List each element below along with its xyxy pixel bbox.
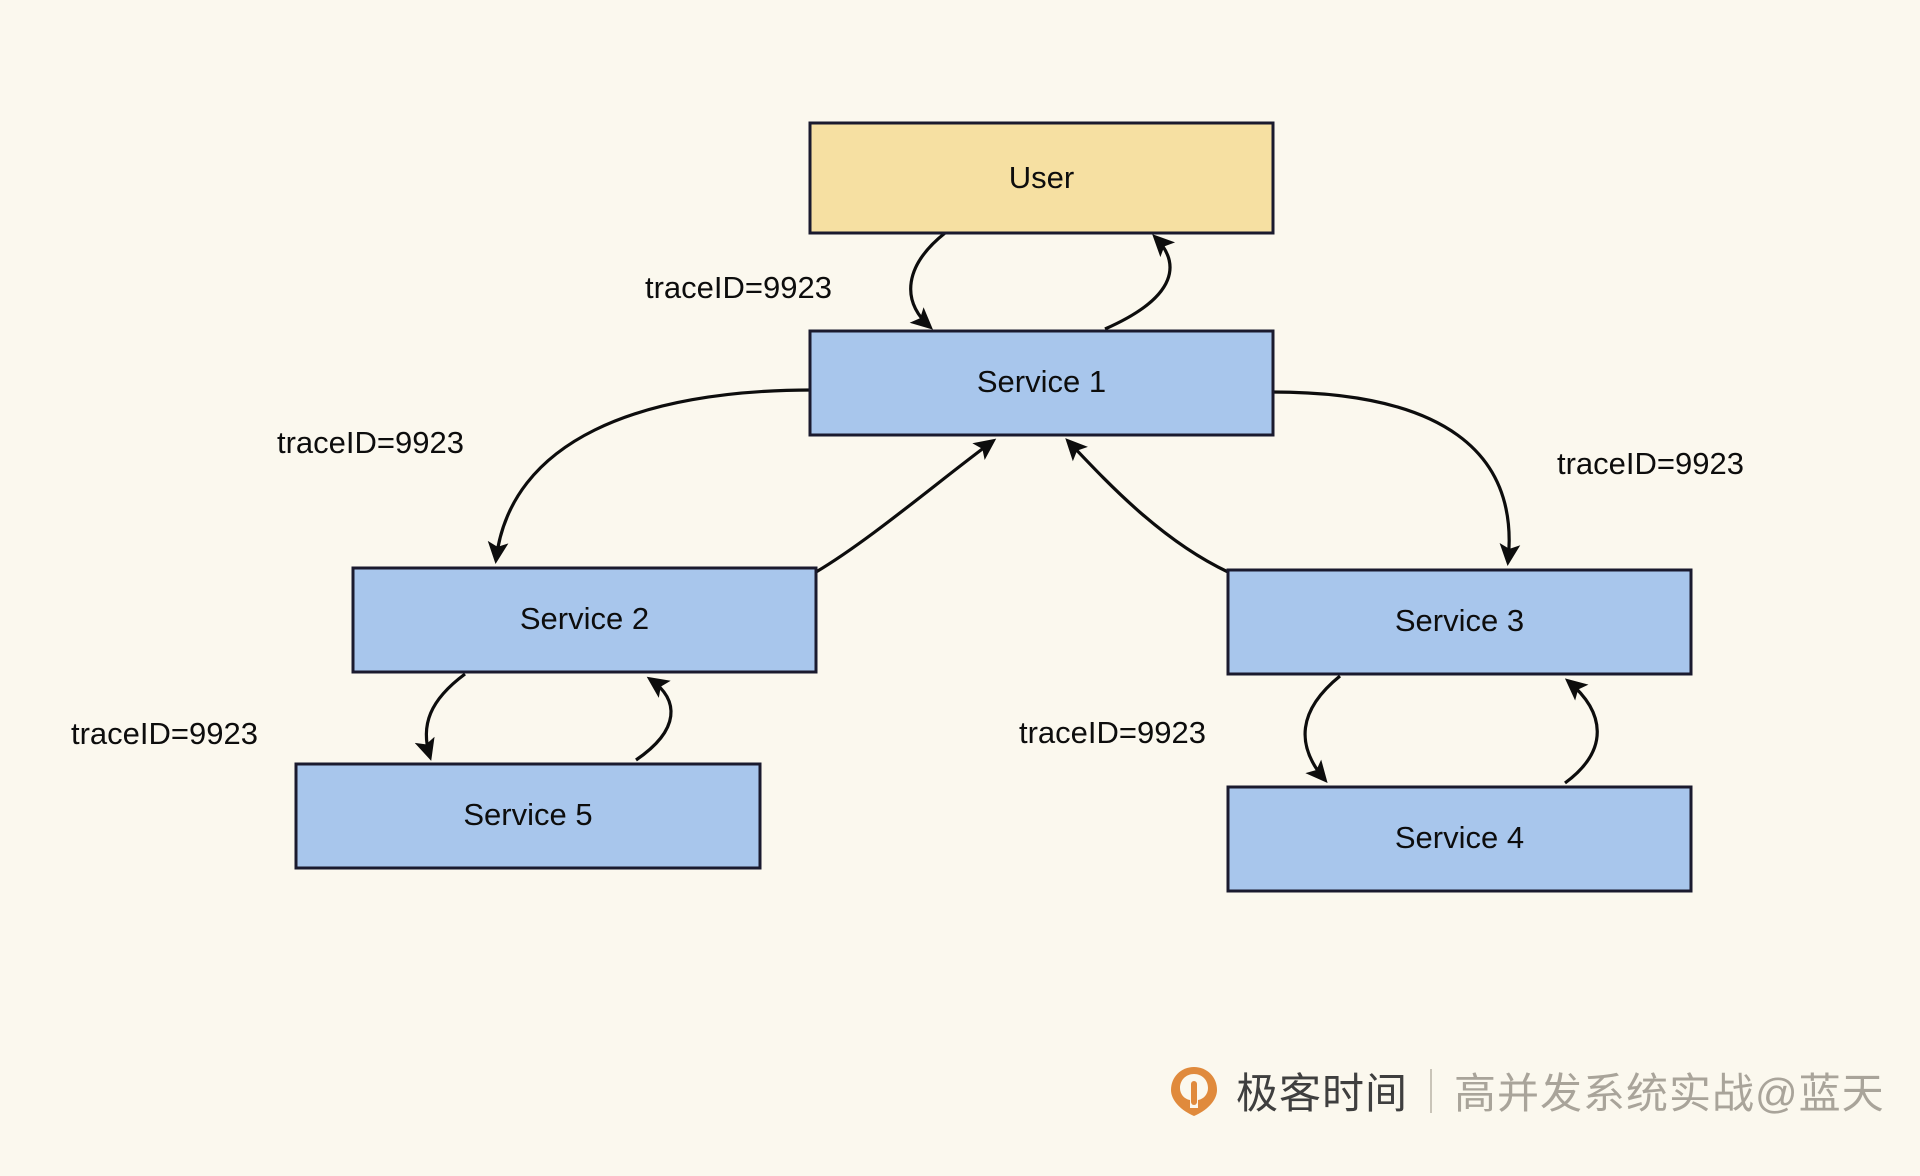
- node-service1[interactable]: Service 1: [808, 329, 1275, 437]
- node-user-rect[interactable]: [808, 121, 1275, 235]
- edge-service4-to-service3: [1564, 678, 1599, 785]
- node-service1-rect[interactable]: [808, 329, 1275, 437]
- node-service2-rect[interactable]: [351, 566, 818, 674]
- node-service1-label: Service 1: [977, 364, 1106, 399]
- edge-label-service3-service4: traceID=9923: [1019, 715, 1206, 750]
- node-service5-rect[interactable]: [294, 762, 762, 870]
- watermark-course: 高并发系统实战@蓝天: [1454, 1070, 1885, 1117]
- edge-service5-to-service2: [635, 676, 673, 762]
- watermark-divider: [1430, 1068, 1433, 1113]
- node-user-label: User: [1009, 160, 1074, 195]
- edge-label-service1-service2: traceID=9923: [277, 425, 464, 460]
- node-service4-label: Service 4: [1395, 820, 1524, 855]
- edge-service3-to-service1: [1065, 438, 1229, 574]
- node-service5-label: Service 5: [463, 797, 592, 832]
- edges-layer: [414, 231, 1599, 785]
- edge-service1-to-service2: [487, 388, 813, 564]
- node-service4[interactable]: Service 4: [1226, 785, 1693, 893]
- edge-service1-to-service3: [1271, 390, 1521, 566]
- node-service2-label: Service 2: [520, 601, 649, 636]
- node-service3-label: Service 3: [1395, 603, 1524, 638]
- edge-label-service2-service5: traceID=9923: [71, 716, 258, 751]
- watermark-brand: 极客时间: [1236, 1070, 1409, 1117]
- edge-service2-to-service1: [815, 438, 997, 574]
- edge-label-user-service1: traceID=9923: [645, 270, 832, 305]
- geek-time-logo-icon: [1171, 1066, 1217, 1116]
- node-user[interactable]: User: [808, 121, 1275, 235]
- edge-labels-layer: traceID=9923 traceID=9923 traceID=9923 t…: [71, 270, 1744, 751]
- edge-user-to-service1: [909, 231, 947, 330]
- edge-service3-to-service4: [1303, 674, 1342, 784]
- node-service2[interactable]: Service 2: [351, 566, 818, 674]
- edge-label-service1-service3: traceID=9923: [1557, 446, 1744, 481]
- watermark: 极客时间 高并发系统实战@蓝天: [1168, 1060, 1885, 1121]
- node-service3[interactable]: Service 3: [1226, 568, 1693, 676]
- node-service4-rect[interactable]: [1226, 785, 1693, 893]
- edge-service2-to-service5: [414, 672, 466, 761]
- edge-service1-to-user: [1104, 234, 1176, 331]
- node-service5[interactable]: Service 5: [294, 762, 762, 870]
- node-service3-rect[interactable]: [1226, 568, 1693, 676]
